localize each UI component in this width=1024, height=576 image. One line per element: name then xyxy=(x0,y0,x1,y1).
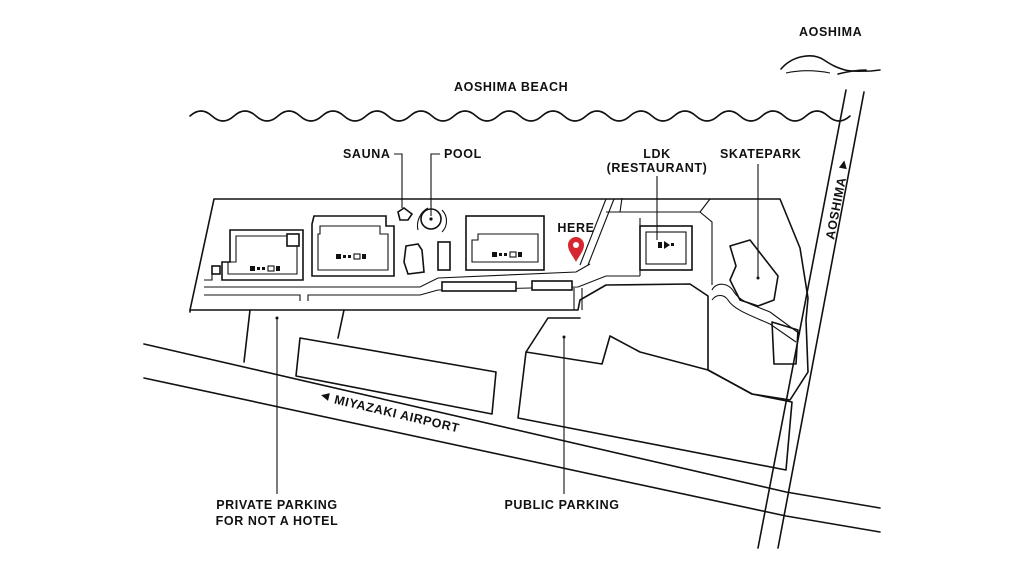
pool-deck xyxy=(416,207,448,233)
skatepark-label: SKATEPARK xyxy=(720,147,801,161)
aoshima-island xyxy=(780,55,881,73)
aoshima-island-label: AOSHIMA xyxy=(799,25,862,39)
here-label: HERE xyxy=(557,221,594,235)
public-parking-area xyxy=(517,317,793,471)
private-parking-area xyxy=(189,309,251,363)
sauna-leader xyxy=(394,153,403,208)
pool-cabana xyxy=(437,241,451,271)
sauna-building xyxy=(397,207,414,221)
coastline xyxy=(189,110,851,122)
parking-strip-2 xyxy=(531,280,573,291)
triangle-left-icon xyxy=(321,393,330,401)
aoshima-road-label: AOSHIMA xyxy=(823,160,849,241)
airport-road-edge-upper xyxy=(143,343,881,509)
map-pin-icon xyxy=(568,237,584,262)
airport-road-label-text: MIYAZAKI AIRPORT xyxy=(333,392,461,435)
building-villa-1 xyxy=(211,229,304,281)
internal-path-lower xyxy=(204,275,640,301)
skatepark-dot xyxy=(756,276,760,280)
private-parking-label-line2: FOR NOT A HOTEL xyxy=(216,514,339,528)
pool-house xyxy=(403,243,425,275)
public-parking-dot xyxy=(562,335,566,339)
building-villa-3 xyxy=(465,215,545,271)
private-parking-dot xyxy=(275,316,279,320)
pool-label: POOL xyxy=(444,147,482,161)
ldk-label-line1: LDK xyxy=(643,147,671,161)
pool-marker xyxy=(429,217,433,221)
aoshima-road-edge-left xyxy=(757,89,847,549)
ldk-restaurant-building xyxy=(639,225,693,271)
junction-roads xyxy=(573,197,713,310)
airport-road-edge-lower xyxy=(143,377,881,533)
private-parking-label-line1: PRIVATE PARKING xyxy=(216,498,338,512)
skatepark-access-path xyxy=(711,283,801,343)
skatepark-area xyxy=(729,239,779,307)
parking-strip-1 xyxy=(441,281,517,292)
aoshima-island-base xyxy=(785,70,831,74)
ldk-label-line2: (RESTAURANT) xyxy=(607,161,708,175)
central-parking-area xyxy=(295,309,497,415)
public-parking-label: PUBLIC PARKING xyxy=(504,498,619,512)
triangle-right-icon xyxy=(838,160,847,170)
aoshima-island-shore xyxy=(837,69,867,75)
skatepark-lot xyxy=(771,321,799,365)
aoshima-beach-label: AOSHIMA BEACH xyxy=(454,80,568,94)
aoshima-road-edge-right xyxy=(777,91,865,549)
pool-leader xyxy=(430,153,440,216)
building-villa-2 xyxy=(311,215,395,277)
sauna-label: SAUNA xyxy=(343,147,390,161)
